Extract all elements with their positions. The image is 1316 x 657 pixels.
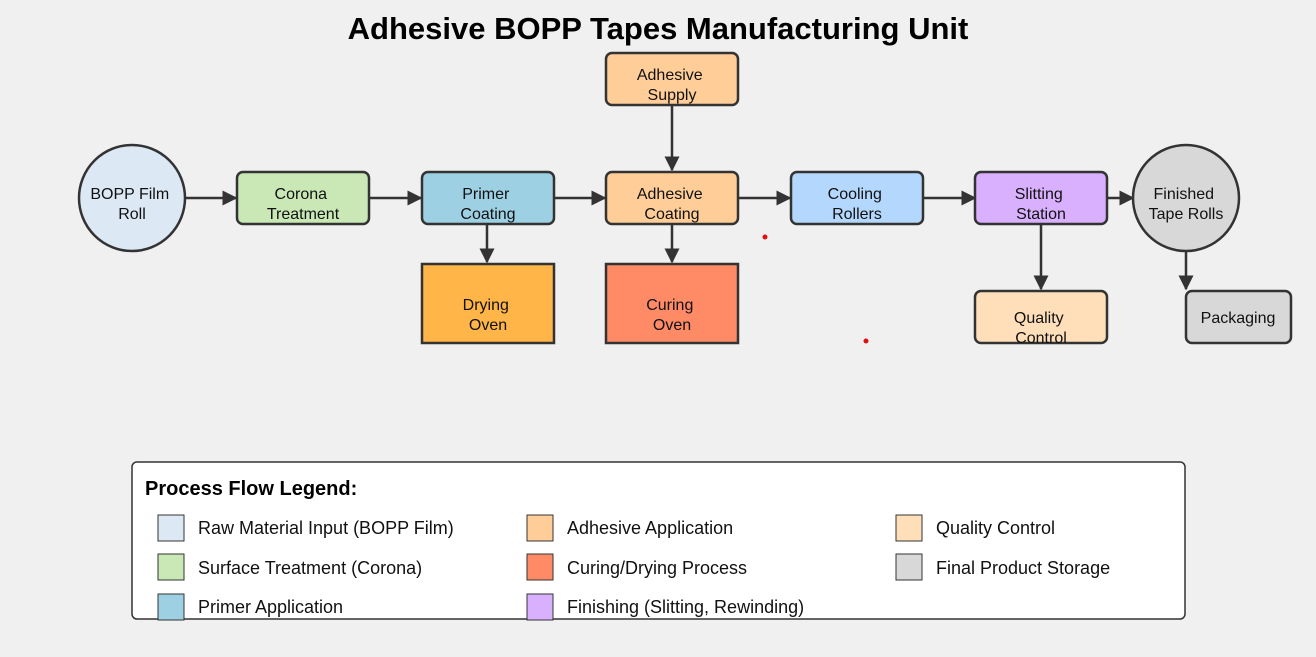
legend-swatch [526,593,554,621]
svg-text:BOPP Film Roll: BOPP Film Roll [90,186,173,223]
legend-swatch [157,553,185,581]
node-curing-oven: Curing Oven [604,262,740,345]
edges [185,106,1194,291]
primer-coating-label-1: Primer [462,186,510,203]
legend-swatch [526,553,554,581]
legend-swatch [895,514,923,542]
bopp-film-roll-label-1: BOPP Film [90,186,169,203]
svg-text:Slitting Station: Slitting Station [1015,186,1067,223]
svg-text:Quality Control: Quality Control [1014,310,1068,347]
slitting-station-label-1: Slitting [1015,186,1063,203]
svg-text:Primer Coating: Primer Coating [460,186,515,223]
drying-oven-shape [420,262,556,345]
node-slitting-station: Slitting Station [973,170,1109,226]
node-finished-tape-rolls: Finished Tape Rolls [1131,143,1241,253]
corona-treatment-label-1: Corona [275,186,328,203]
packaging-shape [1184,289,1293,345]
svg-text:Finished Tape Rolls: Finished Tape Rolls [1149,186,1224,223]
adhesive-coating-shape [604,170,740,226]
svg-text:Drying Oven: Drying Oven [463,297,514,334]
node-packaging: Packaging [1184,289,1293,345]
corona-treatment-label-2: Treatment [267,206,340,223]
legend-label: Finishing (Slitting, Rewinding) [567,597,804,617]
legend-label: Primer Application [198,597,343,617]
slitting-station-label-2: Station [1016,206,1066,223]
cooling-rollers-label-2: Rollers [832,206,882,223]
node-adhesive-supply: Adhesive Supply [604,51,740,107]
node-primer-coating: Primer Coating [420,170,556,226]
node-drying-oven: Drying Oven [420,262,556,345]
slitting-station-shape [973,170,1109,226]
curing-oven-label-1: Curing [646,297,693,314]
marker-dot [762,234,768,240]
finished-tape-rolls-label-1: Finished [1154,186,1214,203]
svg-text:Curing Oven: Curing Oven [646,297,698,334]
legend-label: Adhesive Application [567,518,733,538]
drying-oven-label-1: Drying [463,297,509,314]
legend: Process Flow Legend: Raw Material Input … [131,461,1186,621]
bopp-film-roll-shape [77,143,187,253]
legend-label: Raw Material Input (BOPP Film) [198,518,454,538]
finished-tape-rolls-shape [1131,143,1241,253]
corona-treatment-shape [235,170,371,226]
svg-text:Cooling Rollers: Cooling Rollers [828,186,887,223]
node-quality-control: Quality Control [973,289,1109,347]
node-cooling-rollers: Cooling Rollers [789,170,925,226]
cooling-rollers-shape [789,170,925,226]
svg-text:Corona Treatment: Corona Treatment [267,186,340,223]
adhesive-supply-label-2: Supply [648,87,697,104]
legend-title: Process Flow Legend: [145,478,357,500]
adhesive-supply-shape [604,51,740,107]
adhesive-coating-label-1: Adhesive [637,186,703,203]
finished-tape-rolls-label-2: Tape Rolls [1149,206,1224,223]
legend-label: Surface Treatment (Corona) [198,558,422,578]
curing-oven-shape [604,262,740,345]
legend-swatch [895,553,923,581]
svg-text:Adhesive Coating: Adhesive Coating [637,186,707,223]
primer-coating-label-2: Coating [460,206,515,223]
quality-control-label-1: Quality [1014,310,1064,327]
legend-label: Quality Control [936,518,1055,538]
drying-oven-label-2: Oven [469,317,507,334]
legend-label: Final Product Storage [936,558,1110,578]
quality-control-label-2: Control [1015,330,1067,347]
marker-dot [863,338,869,344]
quality-control-shape [973,289,1109,345]
diagram-title: Adhesive BOPP Tapes Manufacturing Unit [348,11,969,46]
adhesive-coating-label-2: Coating [644,206,699,223]
svg-text:Adhesive Supply: Adhesive Supply [637,67,707,104]
cooling-rollers-label-1: Cooling [828,186,882,203]
node-adhesive-coating: Adhesive Coating [604,170,740,226]
node-corona-treatment: Corona Treatment [235,170,371,226]
curing-oven-label-2: Oven [653,317,691,334]
primer-coating-shape [420,170,556,226]
legend-swatch [157,593,185,621]
bopp-film-roll-label-2: Roll [118,206,146,223]
legend-swatch [526,514,554,542]
adhesive-supply-label-1: Adhesive [637,67,703,84]
legend-swatch [157,514,185,542]
node-bopp-film-roll: BOPP Film Roll [77,143,187,253]
legend-label: Curing/Drying Process [567,558,747,578]
packaging-label: Packaging [1201,310,1276,327]
